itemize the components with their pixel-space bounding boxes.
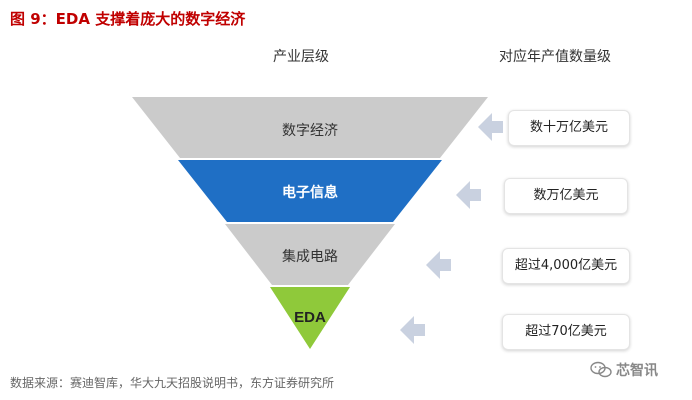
tier-label-eda: EDA [294,309,326,326]
figure-title: 图 9：EDA 支撑着庞大的数字经济 [10,10,246,28]
value-box-integrated-circuit: 超过4,000亿美元 [502,248,630,284]
value-box-eda: 超过70亿美元 [502,314,630,350]
tier-label-electronic-info: 电子信息 [282,185,338,201]
watermark: 芯智讯 [590,358,658,382]
watermark-text: 芯智讯 [616,363,658,379]
arrow-icon [478,113,503,141]
value-box-digital-economy: 数十万亿美元 [508,110,630,146]
arrow-icon [426,251,451,279]
industry-level-header: 产业层级 [273,49,329,65]
value-box-electronic-info: 数万亿美元 [504,178,628,214]
tier-label-digital-economy: 数字经济 [282,123,338,139]
tier-label-integrated-circuit: 集成电路 [282,249,338,265]
tier-integrated-circuit-band [225,224,395,285]
tier-electronic-info-band [178,160,442,222]
data-source-note: 数据来源：赛迪智库，华大九天招股说明书，东方证券研究所 [10,376,335,390]
tier-eda-band [270,287,350,349]
arrow-icon [400,316,425,344]
arrow-icon [456,181,481,209]
tier-digital-economy-band [132,97,488,158]
annual-output-header: 对应年产值数量级 [499,49,611,65]
wechat-icon [590,361,612,378]
